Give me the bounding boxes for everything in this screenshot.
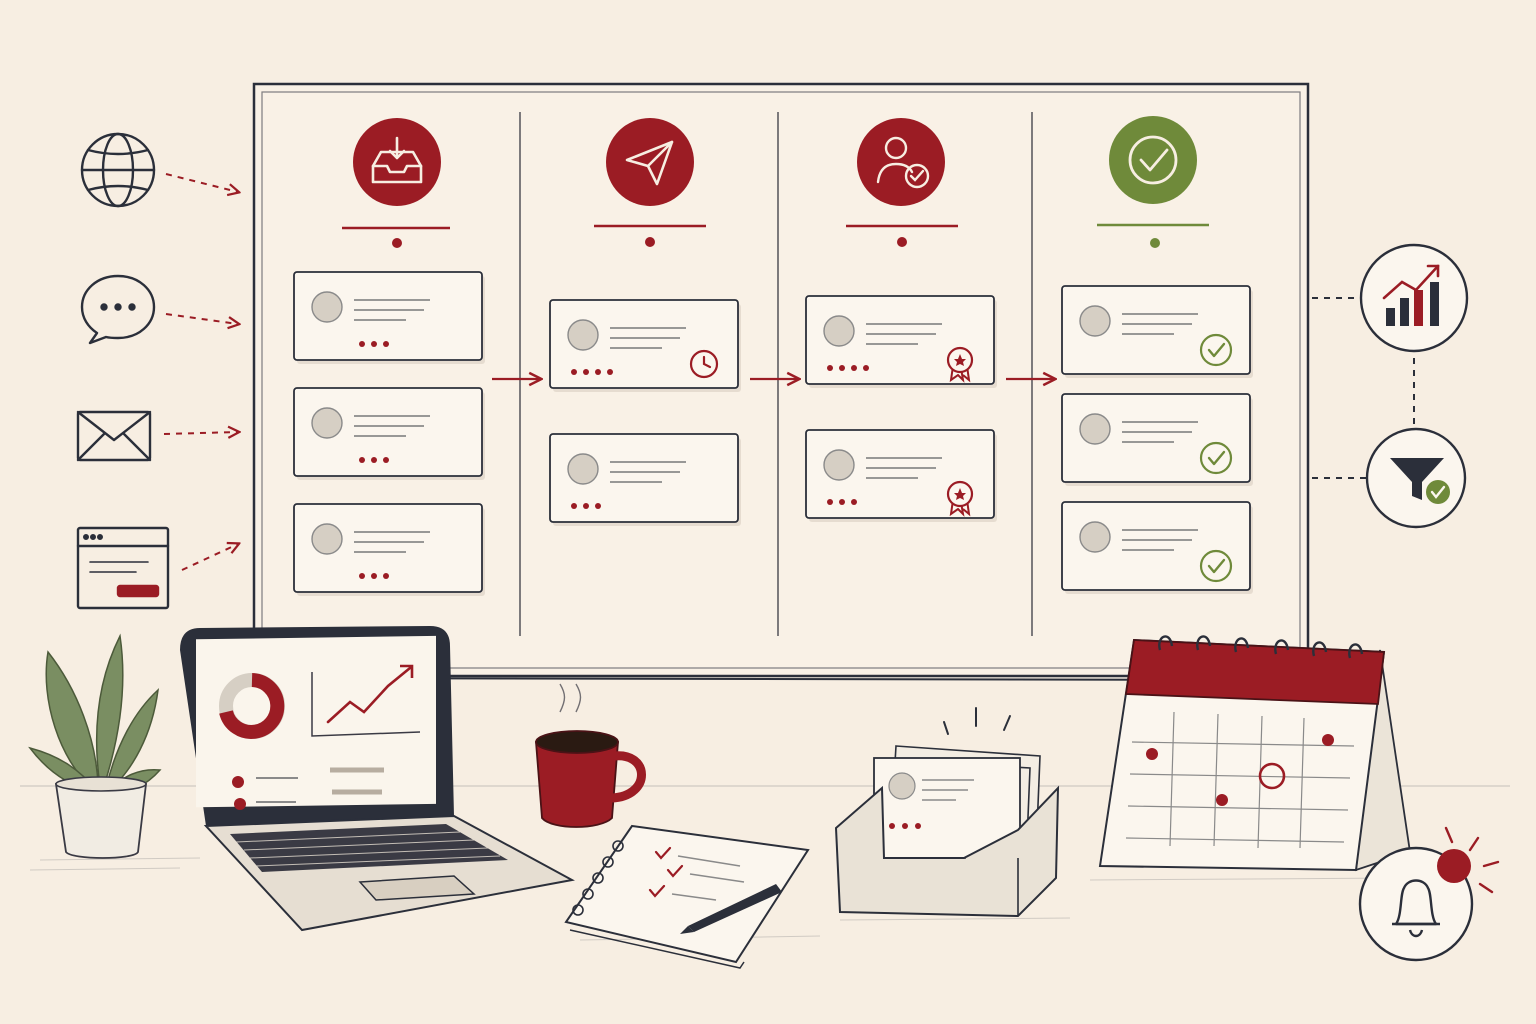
desk-calendar-icon [1098, 635, 1412, 872]
stage-header-done [1097, 116, 1209, 248]
lead-card [293, 271, 485, 364]
avatar [311, 291, 343, 323]
status-dot [595, 369, 601, 375]
output-connectors [1312, 297, 1415, 479]
lead-card [1061, 393, 1253, 486]
status-dot [583, 369, 589, 375]
status-dot [583, 503, 589, 509]
lead-sources [76, 132, 170, 610]
avatar [1079, 521, 1111, 553]
paper-plane-icon [625, 140, 674, 186]
status-dot [827, 499, 833, 505]
envelope-icon [76, 410, 152, 462]
globe-icon [80, 132, 156, 208]
status-dot [371, 457, 377, 463]
status-dot [383, 457, 389, 463]
lead-card [293, 387, 485, 480]
lead-card [1061, 285, 1253, 378]
stage-header-qualified [846, 118, 958, 247]
laptop-dashboard-icon [180, 626, 575, 932]
status-dot [827, 365, 833, 371]
notepad-checklist-icon [564, 824, 810, 969]
check-circle-icon [1128, 135, 1178, 185]
avatar [311, 407, 343, 439]
chat-bubble-icon [80, 274, 156, 345]
status-dot [851, 365, 857, 371]
bell-icon [1358, 826, 1500, 962]
status-dot [371, 341, 377, 347]
avatar [1079, 413, 1111, 445]
status-dot [359, 457, 365, 463]
status-dot [359, 341, 365, 347]
status-dot [359, 573, 365, 579]
award-ribbon-icon [946, 346, 974, 383]
stage-header-sent [594, 118, 706, 247]
web-form-icon [76, 526, 170, 610]
lead-card [549, 299, 741, 392]
status-dot [571, 369, 577, 375]
inbox-tray-icon [371, 136, 423, 184]
status-dot [383, 341, 389, 347]
lead-card [549, 433, 741, 526]
funnel-check-icon [1365, 427, 1467, 529]
status-dot [383, 573, 389, 579]
check-icon [1199, 549, 1233, 583]
source-arrow [165, 173, 238, 192]
lead-card [805, 429, 997, 522]
lead-card [293, 503, 485, 596]
stage-header-inbox [342, 118, 450, 248]
lead-card [1061, 501, 1253, 594]
source-arrow [163, 432, 238, 434]
source-arrows [163, 173, 238, 571]
status-dot [607, 369, 613, 375]
user-check-icon [876, 136, 930, 189]
bar-chart-trend-icon [1359, 243, 1469, 353]
coffee-mug-icon [535, 683, 646, 828]
lead-cards [293, 271, 1253, 596]
source-arrow [165, 313, 238, 324]
potted-plant-icon [28, 633, 162, 859]
check-icon [1199, 441, 1233, 475]
status-dot [371, 573, 377, 579]
avatar [311, 523, 343, 555]
check-icon [1199, 333, 1233, 367]
source-arrow [181, 544, 238, 571]
lead-card [805, 295, 997, 388]
status-dot [839, 365, 845, 371]
avatar [823, 449, 855, 481]
status-dot [571, 503, 577, 509]
avatar [567, 453, 599, 485]
card-tray-icon [834, 707, 1060, 918]
clock-icon [689, 349, 719, 379]
avatar [567, 319, 599, 351]
status-dot [839, 499, 845, 505]
status-dot [851, 499, 857, 505]
award-ribbon-icon [946, 480, 974, 517]
status-dot [863, 365, 869, 371]
status-dot [595, 503, 601, 509]
avatar [823, 315, 855, 347]
avatar [1079, 305, 1111, 337]
